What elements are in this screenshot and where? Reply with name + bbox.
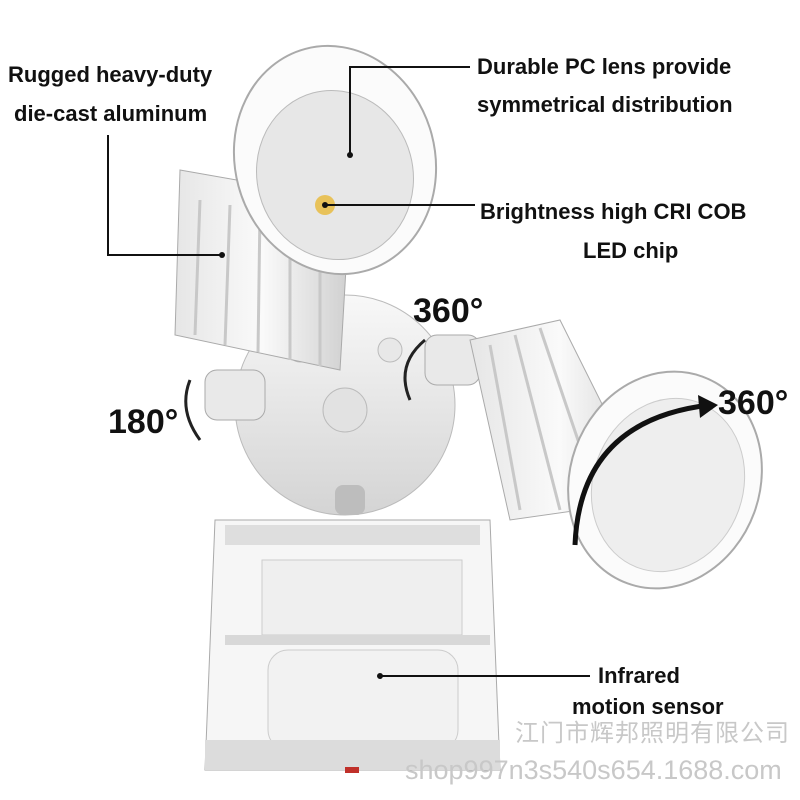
callout-leaders — [107, 66, 590, 677]
housing-callout-line1: Rugged heavy-duty — [8, 62, 213, 87]
housing-callout-line2: die-cast aluminum — [14, 101, 208, 126]
lens-callout-line1: Durable PC lens provide — [477, 54, 732, 79]
left-pivot-rotation-label: 180° — [108, 403, 179, 441]
rotation-arrow — [184, 379, 202, 441]
rotation-arrow — [403, 338, 426, 401]
lens-callout-line2: symmetrical distribution — [477, 92, 733, 117]
right-pivot-rotation-label: 360° — [413, 292, 484, 330]
indicator-led — [345, 767, 359, 773]
left-lamp-head — [174, 44, 438, 421]
chip-callout-line2: LED chip — [583, 238, 679, 263]
rotation-arrow — [572, 402, 711, 546]
right-head-rotation-label: 360° — [718, 384, 789, 422]
watermark-url: shop997n3s540s654.1688.com — [405, 755, 782, 785]
sensor-callout-line2: motion sensor — [572, 694, 724, 719]
motion-sensor — [204, 519, 501, 773]
chip-callout-line1: Brightness high CRI COB — [480, 199, 747, 224]
right-lamp-head — [424, 319, 763, 590]
sensor-callout-line1: Infrared — [598, 663, 680, 688]
watermark-company: 江门市辉邦照明有限公司 — [515, 720, 790, 747]
